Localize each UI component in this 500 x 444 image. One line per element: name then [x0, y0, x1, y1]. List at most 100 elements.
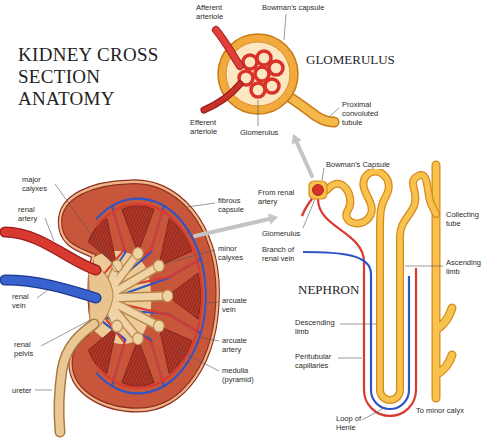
- glomerulus-capillaries: [255, 67, 269, 81]
- label-text: Bowman's capsule: [262, 3, 324, 12]
- minor-calyx: [112, 320, 123, 332]
- part-label: renal pelvis: [14, 340, 38, 358]
- part-label: From renal artery: [258, 188, 298, 206]
- leader-line: [45, 218, 54, 241]
- leader-line: [362, 407, 386, 420]
- renal-artery: [5, 232, 96, 270]
- label-text: Bowman's Capsule: [326, 160, 390, 169]
- efferent-arteriole: [204, 84, 240, 110]
- label-text: Branch of renal vein: [262, 245, 295, 263]
- medulla-pyramid: [159, 218, 192, 266]
- label-text: minor calyxes: [218, 244, 243, 262]
- part-label: Efferent arteriole: [190, 118, 222, 136]
- label-text: From renal artery: [258, 188, 294, 206]
- proximal-tubule: [288, 96, 334, 122]
- label-text: arcuate artery: [222, 336, 247, 354]
- leader-line: [405, 266, 443, 267]
- glomerulus-capillaries: [239, 51, 283, 97]
- peritubular-capillary: [303, 252, 409, 409]
- proximal-tubule: [288, 96, 334, 122]
- leader-line: [37, 289, 49, 298]
- part-label: renal vein: [12, 292, 34, 310]
- glomerulus: [313, 185, 324, 196]
- part-label: Ascending limb: [446, 258, 486, 276]
- diagram-title: KIDNEY CROSS SECTION ANATOMY: [18, 44, 168, 110]
- minor-calyx: [112, 247, 173, 344]
- part-label: Peritubular capillaries: [295, 352, 335, 370]
- medulla-pyramid: [88, 218, 117, 266]
- part-label: Branch of renal vein: [262, 245, 298, 263]
- section-heading: NEPHRON: [298, 282, 368, 297]
- label-text: NEPHRON: [298, 282, 359, 297]
- afferent-vessel: [302, 199, 312, 216]
- leader-line: [208, 302, 219, 303]
- label-text: Glomerulus: [262, 229, 300, 238]
- label-text: renal vein: [12, 292, 29, 310]
- label-text: arcuate vein: [222, 296, 247, 314]
- medulla-pyramid: [159, 326, 192, 374]
- part-label: Loop of Henle: [336, 414, 366, 432]
- afferent-arteriole: [216, 30, 240, 66]
- label-text: Loop of Henle: [336, 414, 361, 432]
- part-label: arcuate artery: [222, 336, 252, 354]
- minor-calyx: [162, 290, 173, 302]
- glomerulus-capillaries: [269, 61, 283, 75]
- leader-line: [41, 320, 90, 346]
- leader-line: [284, 14, 286, 40]
- section-heading: GLOMERULUS: [306, 52, 406, 67]
- part-label: Bowman's Capsule: [326, 160, 396, 169]
- part-label: ureter: [12, 386, 42, 395]
- leader-line: [338, 358, 362, 359]
- pointer-arrow: [297, 142, 312, 176]
- proximal-tubule: [288, 96, 334, 122]
- collecting-tube: [436, 165, 452, 398]
- leader-line: [164, 250, 215, 264]
- label-text: Afferent arteriole: [196, 3, 223, 21]
- label-text: Peritubular capillaries: [295, 352, 331, 370]
- label-text: ureter: [12, 386, 32, 395]
- label-text: Efferent arteriole: [190, 118, 217, 136]
- pointer-arrow: [195, 134, 312, 236]
- ureter: [59, 324, 94, 432]
- label-text: Collecting tube: [446, 210, 479, 228]
- label-text: renal pelvis: [14, 340, 33, 358]
- glomerulus-illustration: [204, 30, 334, 122]
- pointer-arrow: [195, 219, 269, 236]
- part-label: Glomerulus: [262, 229, 306, 238]
- medulla-pyramid: [122, 206, 154, 254]
- part-label: arcuate vein: [222, 296, 252, 314]
- label-text: GLOMERULUS: [306, 52, 395, 67]
- leader-line: [35, 390, 52, 391]
- leader-line: [258, 100, 259, 126]
- minor-calyx: [154, 320, 165, 332]
- part-label: minor calyxes: [218, 244, 248, 262]
- renal-artery: [5, 232, 96, 270]
- label-text: Descending limb: [295, 318, 335, 336]
- bowmans-capsule: [309, 181, 327, 199]
- efferent-arteriole: [204, 84, 240, 110]
- minor-calyx: [154, 260, 165, 272]
- part-label: To minor calyx: [416, 406, 478, 415]
- medulla-pyramid: [122, 339, 154, 387]
- glomerulus-capillaries: [243, 55, 257, 69]
- medulla-pyramid: [88, 326, 117, 374]
- part-label: Bowman's capsule: [262, 3, 332, 12]
- leader-line: [178, 350, 219, 371]
- part-label: Glomerulus: [240, 128, 284, 137]
- label-text: Glomerulus: [240, 128, 278, 137]
- pointer-arrow: [292, 134, 302, 145]
- leader-line: [330, 108, 339, 116]
- label-text: fibrous capsule: [218, 196, 244, 214]
- label-text: major calyxes: [22, 175, 47, 193]
- label-text: renal artery: [18, 205, 37, 223]
- label-text: Ascending limb: [446, 258, 481, 276]
- part-label: Proximal convoluted tubule: [342, 100, 382, 127]
- part-label: Afferent arteriole: [196, 3, 228, 21]
- leader-line: [303, 199, 315, 228]
- afferent-arteriole: [216, 30, 240, 66]
- collecting-tube: [436, 165, 452, 398]
- afferent-arteriole: [216, 30, 240, 66]
- label-text: To minor calyx: [416, 406, 464, 415]
- part-label: Descending limb: [295, 318, 337, 336]
